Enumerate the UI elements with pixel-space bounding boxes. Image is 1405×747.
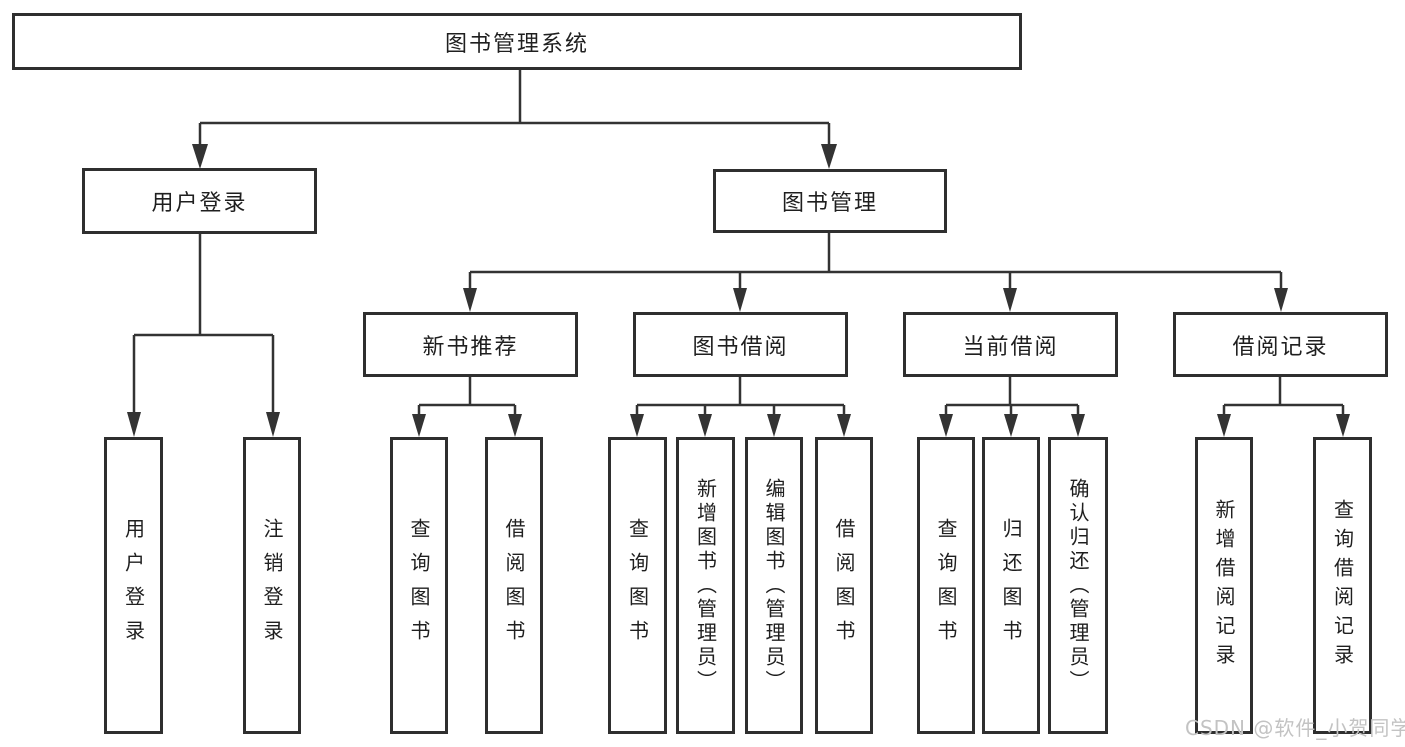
node-new-book-recommend: 新书推荐 — [363, 312, 578, 377]
node-book-management-label: 图书管理 — [781, 191, 878, 216]
node-root-label: 图书管理系统 — [444, 31, 589, 57]
leaf-edit-book-admin-label: 编辑图书（管理员） — [762, 477, 786, 694]
node-user-login-label: 用户登录 — [151, 191, 248, 216]
node-user-login: 用户登录 — [82, 168, 317, 234]
node-book-borrow-label: 图书借阅 — [692, 334, 789, 360]
leaf-return-book: 归还图书 — [982, 437, 1040, 734]
leaf-query-books-1-label: 查询图书 — [407, 517, 431, 654]
leaf-add-book-admin-label: 新增图书（管理员） — [693, 477, 718, 694]
watermark: CSDN @软件_小贺同学 — [1185, 716, 1405, 740]
leaf-confirm-return-admin-label: 确认归还（管理员） — [1066, 477, 1090, 694]
node-book-management: 图书管理 — [713, 169, 947, 233]
leaf-query-borrow-record: 查询借阅记录 — [1313, 437, 1372, 734]
node-current-borrow: 当前借阅 — [903, 312, 1118, 377]
node-borrow-record: 借阅记录 — [1173, 312, 1388, 377]
node-root: 图书管理系统 — [12, 13, 1022, 70]
leaf-query-borrow-record-label: 查询借阅记录 — [1330, 498, 1355, 673]
leaf-query-books-2: 查询图书 — [608, 437, 667, 734]
leaf-add-borrow-record-label: 新增借阅记录 — [1212, 498, 1236, 673]
leaf-borrow-books-1: 借阅图书 — [485, 437, 543, 734]
leaf-query-books-3-label: 查询图书 — [934, 517, 958, 654]
node-book-borrow: 图书借阅 — [633, 312, 848, 377]
leaf-add-borrow-record: 新增借阅记录 — [1195, 437, 1253, 734]
leaf-borrow-books-1-label: 借阅图书 — [502, 517, 526, 654]
node-current-borrow-label: 当前借阅 — [962, 334, 1059, 360]
leaf-logout-label: 注销登录 — [260, 517, 284, 654]
leaf-logout: 注销登录 — [243, 437, 301, 734]
leaf-user-login: 用户登录 — [104, 437, 163, 734]
leaf-query-books-1: 查询图书 — [390, 437, 448, 734]
leaf-borrow-books-2: 借阅图书 — [815, 437, 873, 734]
leaf-edit-book-admin: 编辑图书（管理员） — [745, 437, 803, 734]
leaf-confirm-return-admin: 确认归还（管理员） — [1048, 437, 1108, 734]
leaf-borrow-books-2-label: 借阅图书 — [832, 517, 856, 654]
leaf-user-login-label: 用户登录 — [121, 517, 146, 654]
leaf-add-book-admin: 新增图书（管理员） — [676, 437, 735, 734]
leaf-return-book-label: 归还图书 — [999, 517, 1023, 654]
leaf-query-books-2-label: 查询图书 — [625, 517, 650, 654]
node-borrow-record-label: 借阅记录 — [1232, 334, 1329, 360]
leaf-query-books-3: 查询图书 — [917, 437, 975, 734]
node-new-book-recommend-label: 新书推荐 — [422, 334, 519, 360]
